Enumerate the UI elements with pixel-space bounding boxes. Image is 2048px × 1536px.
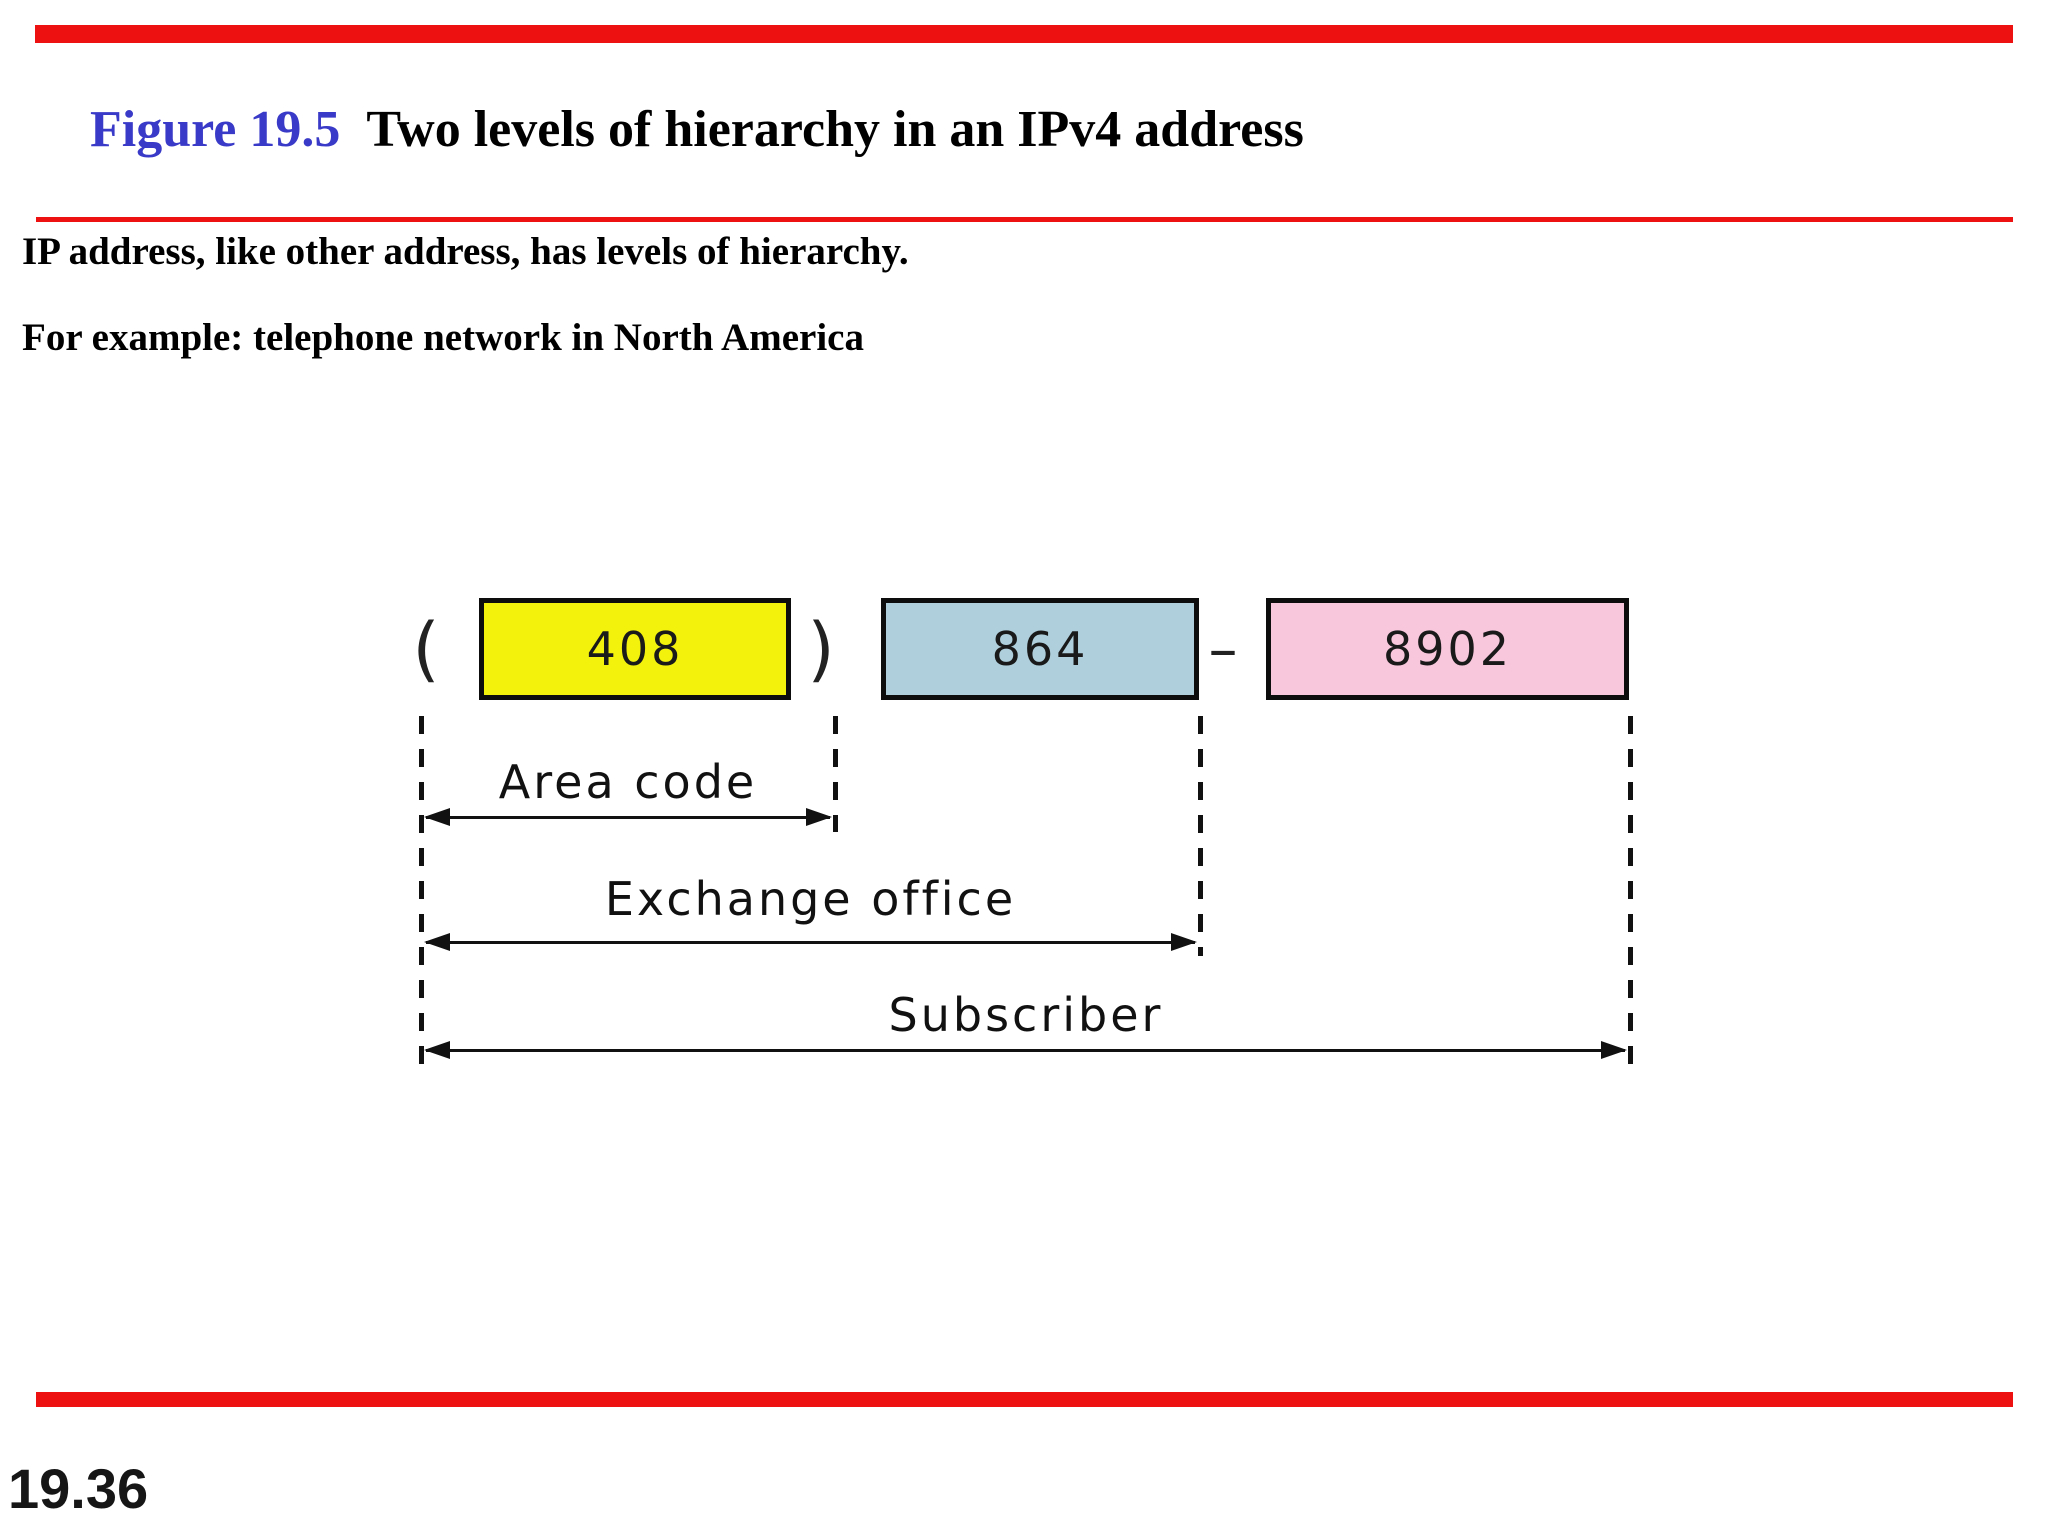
subscriber-span-arrow — [424, 1041, 1627, 1059]
open-paren: ( — [412, 608, 440, 690]
dashed-guide-line-right — [1628, 716, 1633, 1064]
bottom-accent-bar — [36, 1392, 2013, 1407]
figure-label: Figure 19.5 — [90, 101, 341, 158]
dashed-guide-line-left — [419, 716, 424, 1068]
figure-title-row: Figure 19.5 Two levels of hierarchy in an… — [90, 98, 1304, 162]
exchange-office-span-arrow — [424, 933, 1197, 951]
close-paren: ) — [807, 608, 835, 690]
area-code-span-arrow — [424, 808, 832, 826]
top-accent-bar — [35, 25, 2013, 43]
dashed-guide-line-area-code-end — [833, 716, 838, 832]
separator-dash: – — [1208, 615, 1238, 683]
subscriber-label: Subscriber — [888, 988, 1164, 1042]
page-number: 19.36 — [8, 1457, 149, 1520]
body-line-hierarchy: IP address, like other address, has leve… — [22, 230, 909, 273]
area-code-label: Area code — [498, 755, 758, 809]
subscriber-box: 8902 — [1266, 598, 1629, 700]
dashed-guide-line-exchange-end — [1198, 716, 1203, 956]
figure-title: Two levels of hierarchy in an IPv4 addre… — [366, 101, 1304, 158]
title-rule — [36, 217, 2013, 222]
area-code-box: 408 — [479, 598, 791, 700]
body-line-example: For example: telephone network in North … — [22, 316, 864, 359]
exchange-office-label: Exchange office — [604, 872, 1017, 926]
exchange-box: 864 — [881, 598, 1199, 700]
